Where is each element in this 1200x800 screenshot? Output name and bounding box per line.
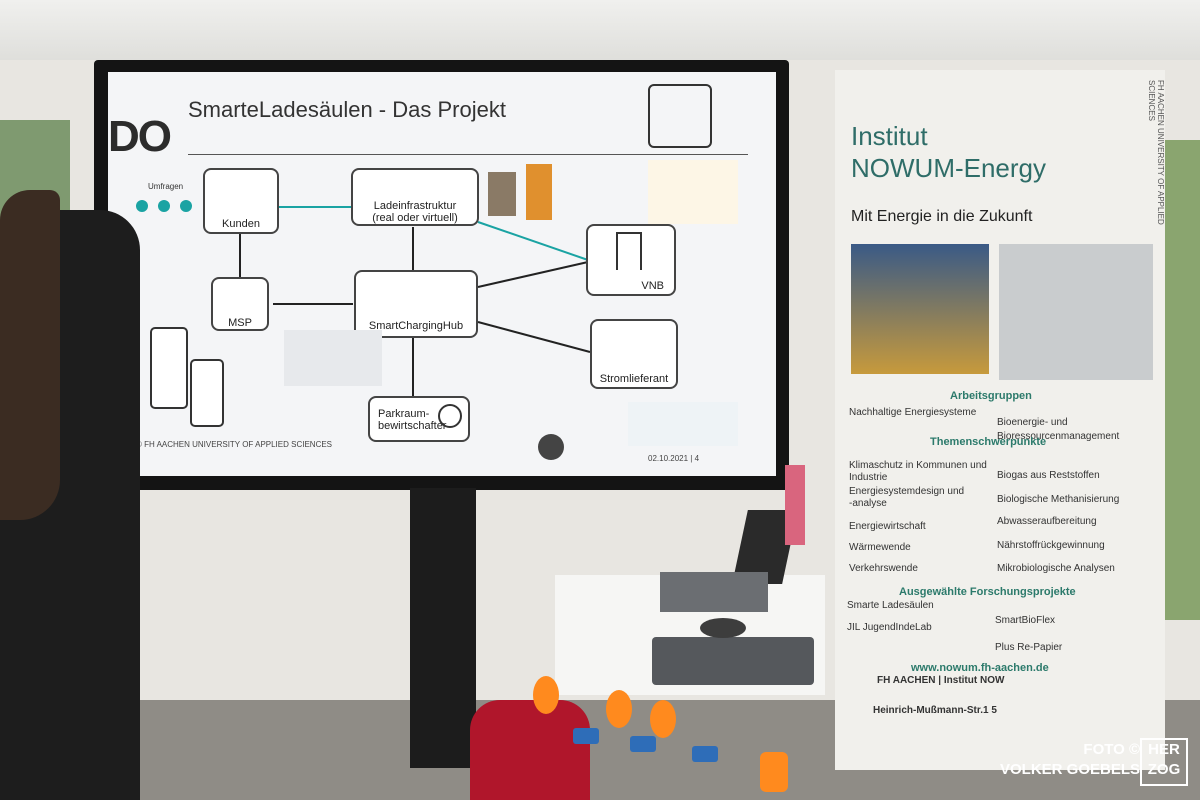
closed-laptop: [652, 637, 814, 685]
ladeinfrastruktur-box: Ladeinfrastruktur (real oder virtuell): [351, 168, 479, 226]
umfragen-label: Umfragen: [148, 182, 184, 191]
stromlieferant-label: Stromlieferant: [599, 373, 669, 385]
theme-1-right: Biogas aus Reststoffen: [997, 470, 1100, 481]
data-table-screenshot: [284, 330, 382, 386]
window-right: [1160, 140, 1200, 620]
settings-document-icon: [648, 84, 712, 148]
phone-app-2: [190, 359, 224, 427]
theme-2-left: Energiesystemdesign und -analyse: [849, 486, 965, 509]
herzog-logo-2: ZOG: [1147, 761, 1181, 778]
hub-label: SmartChargingHub: [368, 320, 464, 332]
survey-pie-2: [158, 200, 170, 212]
rollup-banner: Institut NOWUM-Energy Mit Energie in die…: [835, 70, 1165, 770]
pink-bottle: [785, 465, 805, 545]
msp-label: MSP: [228, 317, 252, 329]
hair: [0, 190, 60, 520]
kunden-box: Kunden: [203, 168, 279, 234]
survey-pie-1: [136, 200, 148, 212]
slide-separator: |: [690, 454, 693, 463]
theme-3-left: Energiewirtschaft: [849, 521, 926, 532]
survey-pie-3: [180, 200, 192, 212]
ag-right-1: Bioenergie- und: [997, 417, 1068, 428]
blue-cap-2: [630, 736, 656, 752]
title-rule: [188, 154, 748, 155]
banner-title-2: NOWUM-Energy: [851, 153, 1047, 183]
blue-cap-3: [692, 746, 718, 762]
blue-cap-1: [573, 728, 599, 744]
banner-subtitle: Mit Energie in die Zukunft: [851, 208, 1033, 225]
herzog-logo-1: HER: [1148, 741, 1180, 758]
connector-lines: [239, 206, 591, 397]
theme-1-left: Klimaschutz in Kommunen und Industrie: [849, 460, 987, 483]
orange-balloon-3: [650, 700, 676, 738]
slide-title: SmarteLadesäulen - Das Projekt: [188, 97, 506, 122]
theme-5-right: Mikrobiologische Analysen: [997, 563, 1115, 574]
smartcharginghub-box: SmartChargingHub: [354, 270, 478, 338]
presentation-slide: DO SmarteLadesäulen - Das Projekt Umfrag…: [108, 72, 776, 476]
banner-address-1: FH AACHEN | Institut NOW: [877, 675, 1005, 686]
orange-balloon-2: [606, 690, 632, 728]
open-laptop: [660, 510, 800, 615]
power-pylon-icon: [616, 232, 642, 270]
slide-date: 02.10.2021: [648, 454, 689, 463]
parking-chart: [628, 402, 738, 446]
project-2-left: JIL JugendIndeLab: [847, 622, 932, 633]
project-1-left: Smarte Ladesäulen: [847, 600, 934, 611]
credit-line-1: FOTO ©: [1083, 741, 1141, 758]
solar-wind-photo: [851, 244, 989, 374]
institute-logo: DO: [108, 112, 172, 161]
vnb-box: VNB: [586, 224, 676, 296]
charger-photo: [488, 172, 516, 216]
orange-balloon-4: [760, 752, 788, 792]
stromlieferant-box: Stromlieferant: [590, 319, 678, 389]
theme-4-right: Nährstoffrückgewinnung: [997, 540, 1105, 551]
theme-4-left: Wärmewende: [849, 542, 911, 553]
theme-5-left: Verkehrswende: [849, 563, 918, 574]
credit-line-2: VOLKER GOEBELS: [1000, 761, 1141, 778]
project-2-right: Plus Re-Papier: [995, 642, 1063, 653]
kunden-label: Kunden: [222, 218, 260, 230]
ag-right-2: Bioressourcenmanagement: [997, 431, 1120, 442]
parkraum-label-1: Parkraum-: [378, 408, 430, 420]
tent-roof: [0, 0, 1200, 70]
banner-title-1: Institut: [851, 121, 928, 151]
laptop-keyboard: [660, 572, 768, 612]
phone-app-1: [150, 327, 188, 409]
arbeitsgruppen-heading: Arbeitsgruppen: [950, 390, 1032, 402]
charging-station-photo: [526, 164, 552, 220]
slide-footer: 02.10.2021 | 4: [648, 454, 699, 463]
load-profile-chart: [648, 160, 738, 224]
monitor-stand: [410, 488, 476, 768]
theme-3-right: Abwasseraufbereitung: [997, 516, 1097, 527]
banner-url: www.nowum.fh-aachen.de: [911, 662, 1049, 674]
themen-heading: Themenschwerpunkte: [930, 436, 1047, 448]
ladeinfra-label-2: (real oder virtuell): [372, 212, 458, 224]
theme-2-right: Biologische Methanisierung: [997, 494, 1120, 505]
red-fabric: [470, 700, 590, 800]
menu-icon[interactable]: [538, 434, 564, 460]
project-1-right: SmartBioFlex: [995, 615, 1056, 626]
ladeinfra-label-1: Ladeinfrastruktur: [373, 200, 457, 212]
herzog-logo: HER ZOG: [1140, 738, 1188, 786]
banner-address-2: Heinrich-Mußmann-Str.1 5: [873, 705, 997, 716]
orange-balloon-1: [533, 676, 559, 714]
slide-copyright: © FH AACHEN UNIVERSITY OF APPLIED SCIENC…: [136, 440, 333, 449]
msp-box: MSP: [211, 277, 269, 331]
photo-credit: FOTO © VOLKER GOEBELS: [1000, 740, 1140, 780]
computer-mouse: [700, 618, 746, 638]
projekte-heading: Ausgewählte Forschungsprojekte: [899, 586, 1076, 598]
ag-left: Nachhaltige Energiesysteme: [849, 407, 977, 418]
lab-equipment-photo: [999, 244, 1153, 380]
parkraum-label-2: bewirtschafter: [378, 420, 447, 432]
vnb-label: VNB: [641, 280, 664, 292]
slide-page-number: 4: [694, 454, 700, 463]
banner-side-text: FH AACHEN UNIVERSITY OF APPLIED SCIENCES: [1147, 80, 1165, 225]
clock-icon: [438, 404, 462, 428]
